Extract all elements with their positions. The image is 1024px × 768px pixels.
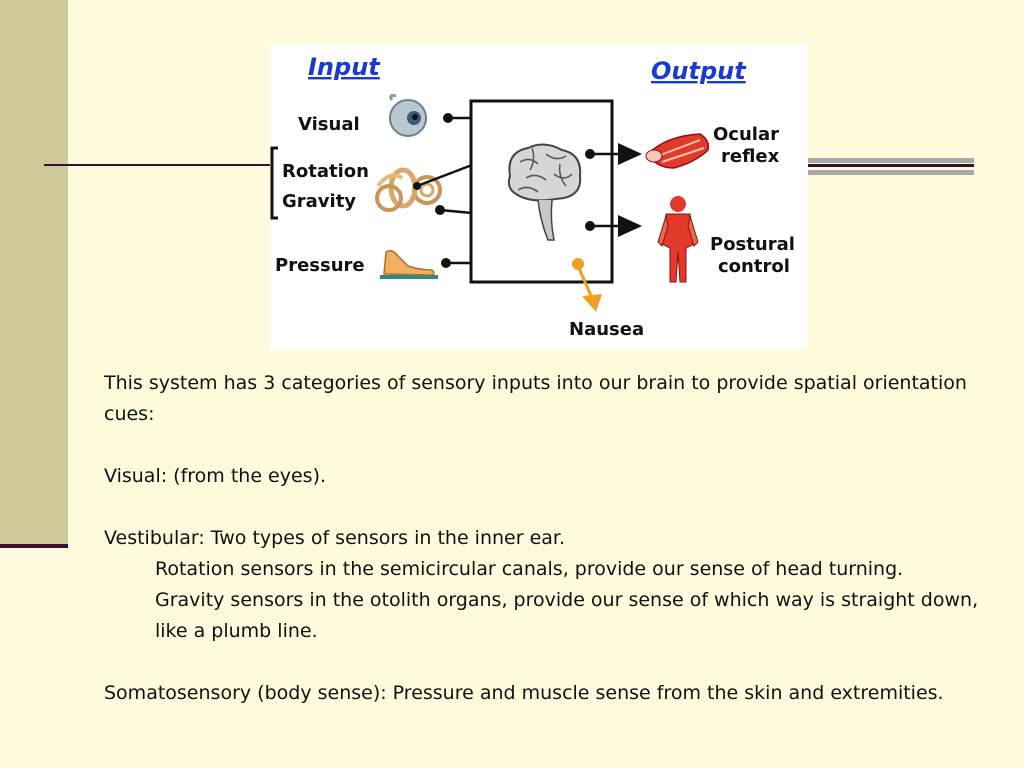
arrow-rotation-dot <box>413 182 421 190</box>
body-text: This system has 3 categories of sensory … <box>104 368 994 709</box>
output-label-ocular-line2: reflex <box>721 146 780 167</box>
side-decor-underline <box>0 544 68 548</box>
input-label-rotation: Rotation <box>282 161 369 182</box>
paragraph-gap <box>104 647 994 678</box>
input-header: Input <box>308 53 381 81</box>
arrow-nausea-dot <box>572 258 584 270</box>
arrow-postural-head <box>618 215 642 237</box>
arrow-visual-dot <box>443 113 453 123</box>
somatosensory-paragraph: Somatosensory (body sense): Pressure and… <box>104 682 944 704</box>
rotation-paragraph: Rotation sensors in the semicircular can… <box>155 558 904 580</box>
arrow-nausea-head <box>582 294 602 312</box>
input-label-gravity: Gravity <box>282 191 356 212</box>
arrow-gravity-line <box>439 208 473 215</box>
arrow-ocular-head <box>618 143 642 165</box>
arrow-nausea-line <box>576 265 594 299</box>
output-label-postural-line2: control <box>718 256 790 277</box>
brain-icon <box>507 143 582 241</box>
input-label-pressure: Pressure <box>275 255 365 276</box>
arrow-pressure-dot <box>441 258 451 268</box>
eye-muscles-icon <box>645 133 710 169</box>
muscle-figure-icon <box>657 196 699 283</box>
foot-icon <box>380 249 438 279</box>
side-decor-band <box>0 0 68 548</box>
output-label-postural-line1: Postural <box>710 234 795 255</box>
eye-icon <box>389 94 427 137</box>
arrow-ocular-dot <box>585 149 595 159</box>
vestibular-bracket <box>270 146 278 220</box>
intro-paragraph: This system has 3 categories of sensory … <box>104 372 967 425</box>
arrow-postural-dot <box>585 221 595 231</box>
diagram-svg: Input Output Visual Rotation Gravity Pre… <box>270 53 795 340</box>
inner-ear-icon <box>375 167 442 212</box>
arrow-rotation-line <box>416 163 473 188</box>
visual-paragraph: Visual: (from the eyes). <box>104 465 327 487</box>
output-label-ocular-line1: Ocular <box>713 124 779 145</box>
title-rule-left <box>44 164 276 166</box>
output-label-nausea: Nausea <box>569 319 644 340</box>
arrow-gravity-dot <box>435 205 445 215</box>
decor-gray-bar-top <box>800 158 974 163</box>
paragraph-gap <box>104 430 994 461</box>
title-rule-right <box>800 164 974 167</box>
output-header: Output <box>651 57 747 85</box>
decor-gray-bar-bottom <box>800 170 974 175</box>
vestibular-paragraph: Vestibular: Two types of sensors in the … <box>104 527 566 549</box>
sensory-diagram: Input Output Visual Rotation Gravity Pre… <box>270 44 808 350</box>
input-label-visual: Visual <box>298 114 360 135</box>
paragraph-gap <box>104 492 994 523</box>
gravity-paragraph: Gravity sensors in the otolith organs, p… <box>155 589 979 642</box>
